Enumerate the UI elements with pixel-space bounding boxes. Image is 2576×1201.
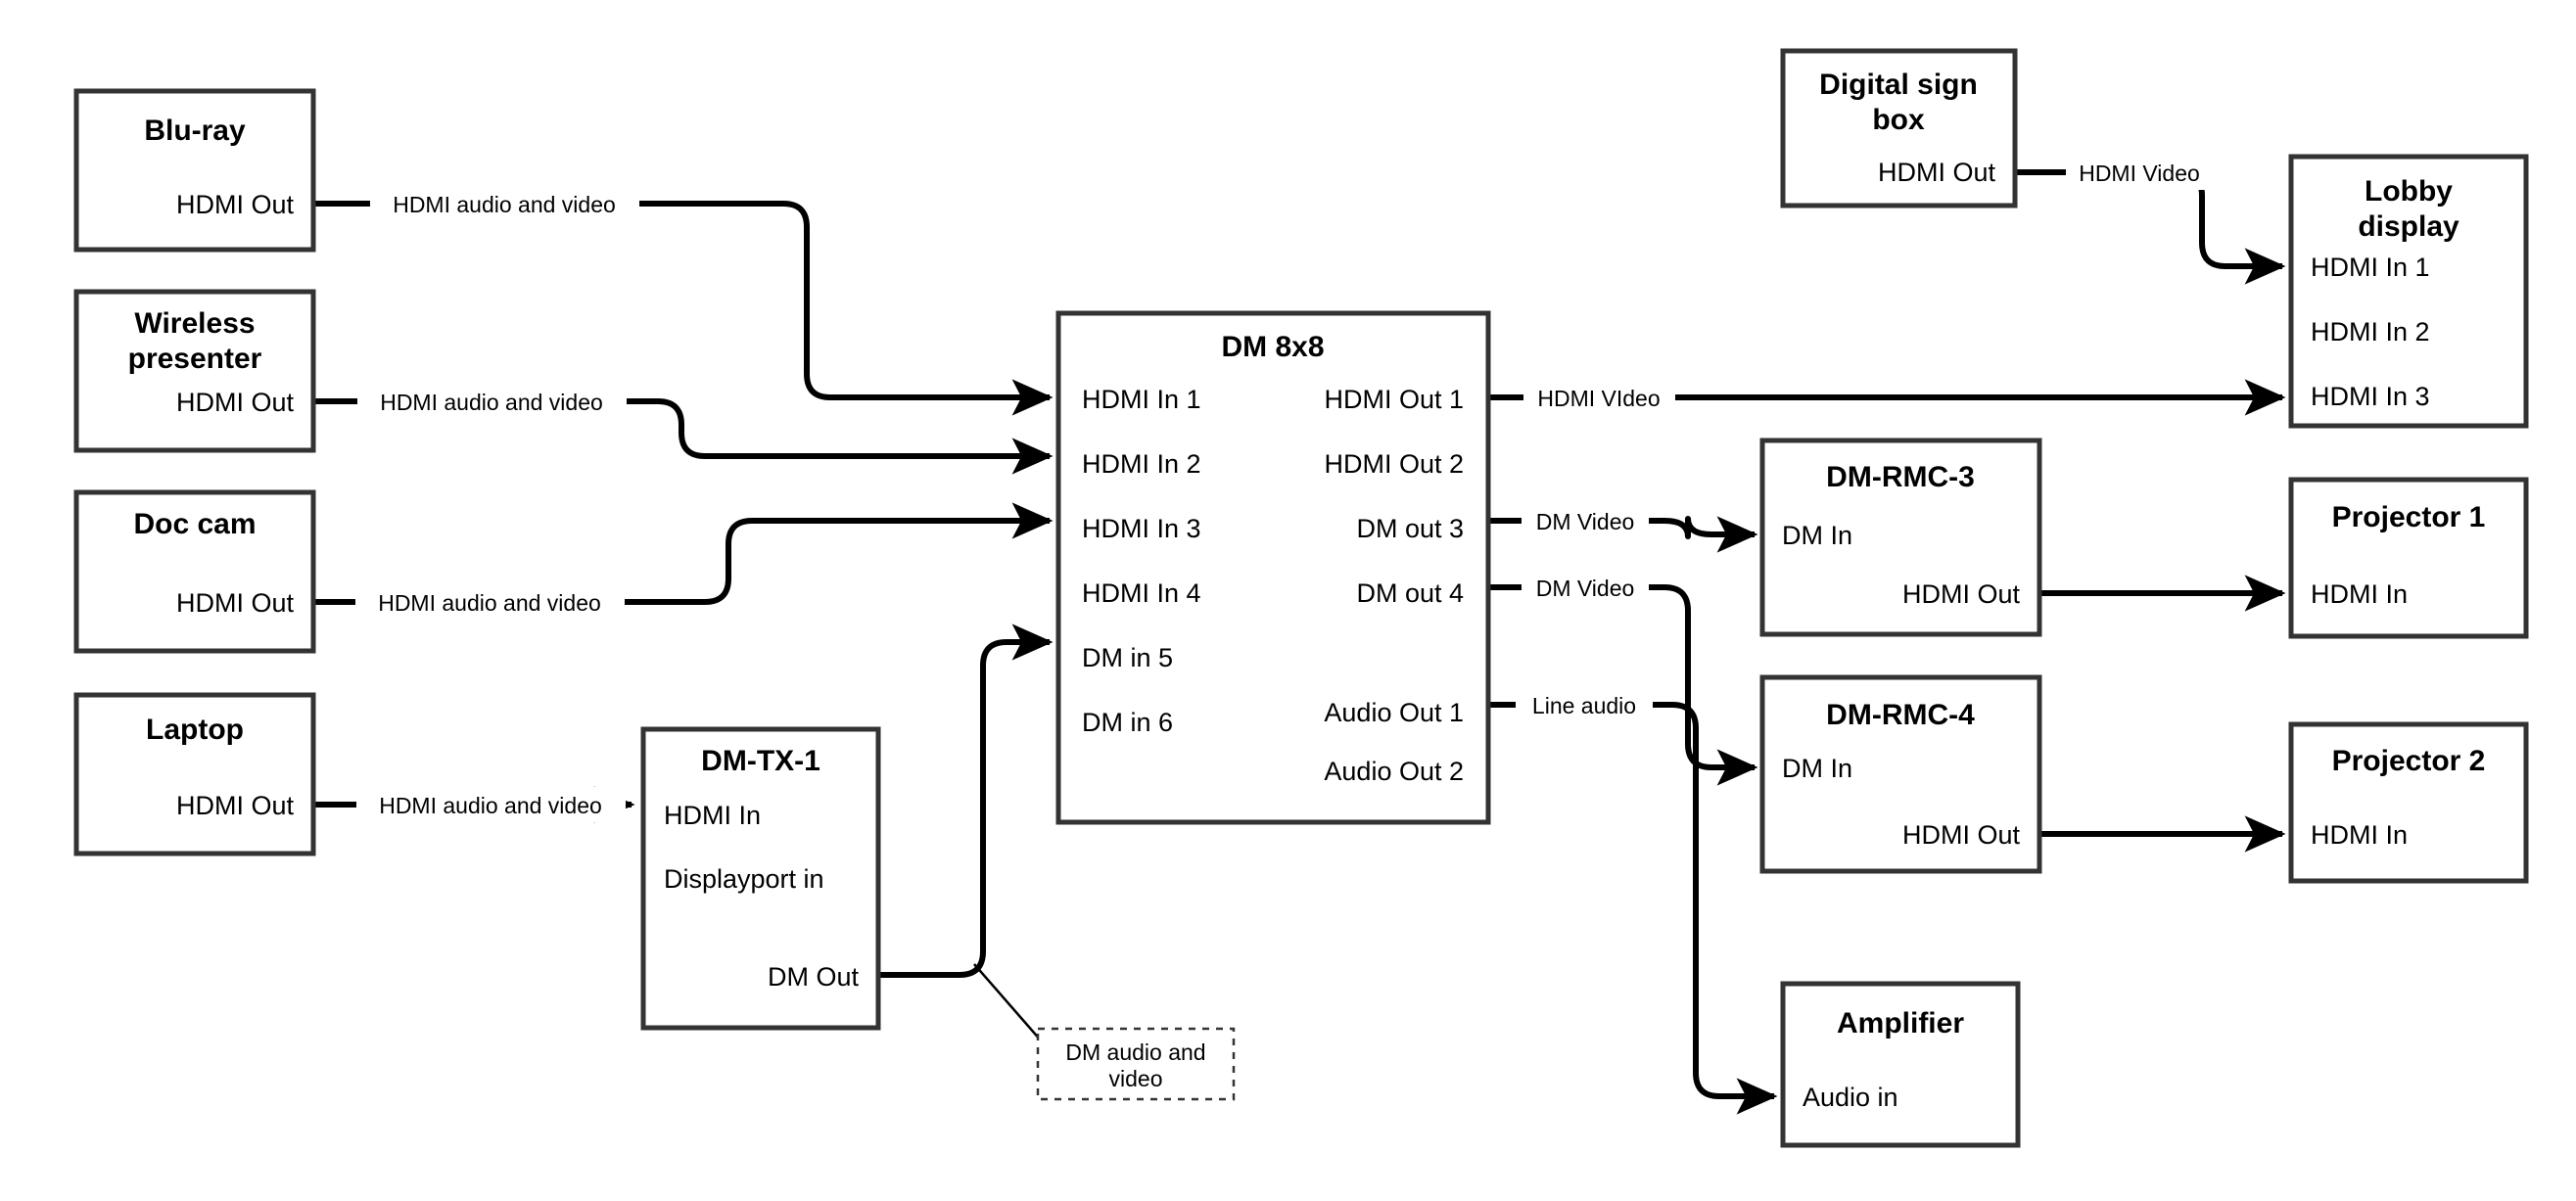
digital-sign-title-2: box bbox=[1872, 104, 1925, 136]
dm-8x8-input-2: HDMI In 2 bbox=[1082, 449, 1201, 479]
bluray-title: Blu-ray bbox=[144, 115, 246, 147]
bluray-port-hdmi-out: HDMI Out bbox=[176, 190, 295, 219]
wireless-presenter-title-1: Wireless bbox=[134, 307, 255, 340]
dm-tx-1-box[interactable] bbox=[640, 726, 881, 1031]
dm-rmc-4-port-dm-in: DM In bbox=[1782, 754, 1852, 783]
dm-8x8-input-3: HDMI In 3 bbox=[1082, 514, 1201, 543]
wire-label-laptop: HDMI audio and video bbox=[379, 793, 602, 818]
laptop-title: Laptop bbox=[146, 714, 244, 746]
doc-cam-title: Doc cam bbox=[133, 508, 256, 540]
dm-tx-1-port-displayport-in: Displayport in bbox=[664, 864, 824, 894]
wire-label-dmout3: DM Video bbox=[1536, 509, 1635, 534]
amplifier-box[interactable] bbox=[1780, 981, 2021, 1148]
projector-1-port-hdmi-in: HDMI In bbox=[2311, 579, 2408, 609]
node-dm-8x8[interactable]: DM 8x8 HDMI In 1 HDMI In 2 HDMI In 3 HDM… bbox=[1055, 310, 1491, 825]
dm-8x8-box[interactable] bbox=[1055, 310, 1491, 825]
wire-label-signbox: HDMI Video bbox=[2079, 161, 2200, 186]
wire-label-wireless: HDMI audio and video bbox=[380, 390, 603, 415]
wire-label-audioout1: Line audio bbox=[1532, 693, 1636, 718]
note-dm-audio-video: DM audio and video bbox=[1036, 1027, 1236, 1101]
dm-8x8-title: DM 8x8 bbox=[1221, 331, 1324, 363]
dm-tx-1-port-dm-out: DM Out bbox=[768, 962, 860, 992]
laptop-box[interactable] bbox=[73, 692, 316, 856]
dm-rmc-3-title: DM-RMC-3 bbox=[1826, 461, 1975, 493]
dm-rmc-3-port-dm-in: DM In bbox=[1782, 521, 1852, 550]
dm-rmc-4-port-hdmi-out: HDMI Out bbox=[1902, 820, 2021, 850]
node-dm-tx-1[interactable]: DM-TX-1 HDMI In Displayport in DM Out bbox=[640, 726, 881, 1031]
projector-2-title: Projector 2 bbox=[2332, 745, 2486, 777]
digital-sign-title-1: Digital sign bbox=[1819, 69, 1978, 101]
dm-8x8-input-4: HDMI In 4 bbox=[1082, 578, 1201, 608]
wire-dmtx1-to-dm8x8-in5 bbox=[878, 624, 1054, 978]
wire-label-doccam: HDMI audio and video bbox=[378, 590, 601, 616]
laptop-port-hdmi-out: HDMI Out bbox=[176, 791, 295, 820]
dm-8x8-input-5: DM in 5 bbox=[1082, 643, 1173, 672]
wire-dm8x8-out4-to-rmc4 bbox=[1488, 584, 1758, 786]
lobby-display-port-hdmi-in-1: HDMI In 1 bbox=[2311, 253, 2430, 282]
dm-8x8-output-5: Audio Out 1 bbox=[1324, 698, 1464, 727]
doc-cam-box[interactable] bbox=[73, 489, 316, 654]
dm-8x8-output-4: DM out 4 bbox=[1356, 578, 1464, 608]
dm-8x8-output-2: HDMI Out 2 bbox=[1324, 449, 1464, 479]
lobby-display-title-2: display bbox=[2358, 210, 2459, 243]
wire-label-dmout4: DM Video bbox=[1536, 576, 1635, 601]
node-dm-rmc-4[interactable]: DM-RMC-4 DM In HDMI Out bbox=[1759, 674, 2042, 874]
dm-audio-video-note-line-2: video bbox=[1109, 1066, 1163, 1091]
amplifier-title: Amplifier bbox=[1837, 1007, 1964, 1039]
node-lobby-display[interactable]: Lobby display HDMI In 1 HDMI In 2 HDMI I… bbox=[2288, 154, 2529, 429]
wireless-presenter-port-hdmi-out: HDMI Out bbox=[176, 388, 295, 417]
wireless-presenter-title-2: presenter bbox=[128, 343, 262, 375]
node-doc-cam[interactable]: Doc cam HDMI Out bbox=[73, 489, 316, 654]
node-bluray[interactable]: Blu-ray HDMI Out bbox=[73, 88, 316, 253]
digital-sign-port-hdmi-out: HDMI Out bbox=[1878, 158, 1996, 187]
node-digital-sign-box[interactable]: Digital sign box HDMI Out bbox=[1780, 48, 2018, 208]
projector-1-title: Projector 1 bbox=[2332, 501, 2486, 533]
doc-cam-port-hdmi-out: HDMI Out bbox=[176, 588, 295, 618]
bluray-box[interactable] bbox=[73, 88, 316, 253]
wire-wireless-to-dm8x8-in2 bbox=[313, 398, 1054, 475]
wireless-presenter-box[interactable] bbox=[73, 289, 316, 453]
dm-rmc-4-box[interactable] bbox=[1759, 674, 2042, 874]
projector-2-box[interactable] bbox=[2288, 721, 2529, 884]
wire-label-bluray: HDMI audio and video bbox=[393, 192, 616, 217]
projector-2-port-hdmi-in: HDMI In bbox=[2311, 820, 2408, 850]
dm-8x8-input-1: HDMI In 1 bbox=[1082, 385, 1201, 414]
wire-dm8x8-audioout1-to-amplifier bbox=[1488, 702, 1778, 1115]
wire-label-dmout1: HDMI VIdeo bbox=[1537, 386, 1660, 411]
wire-dm8x8-out3-to-rmc3 bbox=[1488, 516, 1758, 553]
leader-dm-audio-video-note bbox=[973, 963, 1042, 1041]
lobby-display-port-hdmi-in-3: HDMI In 3 bbox=[2311, 382, 2430, 411]
dm-8x8-output-3: DM out 3 bbox=[1356, 514, 1464, 543]
projector-1-box[interactable] bbox=[2288, 477, 2529, 639]
dm-8x8-output-1: HDMI Out 1 bbox=[1324, 385, 1464, 414]
node-projector-1[interactable]: Projector 1 HDMI In bbox=[2288, 477, 2529, 639]
node-projector-2[interactable]: Projector 2 HDMI In bbox=[2288, 721, 2529, 884]
wire-bluray-to-dm8x8-in1 bbox=[313, 201, 1054, 416]
wire-doccam-to-dm8x8-in3 bbox=[313, 502, 1054, 605]
lobby-display-box[interactable] bbox=[2288, 154, 2529, 429]
dm-8x8-input-6: DM in 6 bbox=[1082, 708, 1173, 737]
lobby-display-port-hdmi-in-2: HDMI In 2 bbox=[2311, 317, 2430, 346]
node-amplifier[interactable]: Amplifier Audio in bbox=[1780, 981, 2021, 1148]
dm-audio-video-note-line-1: DM audio and bbox=[1065, 1039, 1205, 1065]
lobby-display-title-1: Lobby bbox=[2365, 175, 2453, 208]
dm-rmc-4-title: DM-RMC-4 bbox=[1826, 699, 1975, 731]
dm-rmc-3-box[interactable] bbox=[1759, 438, 2042, 637]
node-laptop[interactable]: Laptop HDMI Out bbox=[73, 692, 316, 856]
dm-rmc-3-port-hdmi-out: HDMI Out bbox=[1902, 579, 2021, 609]
dm-tx-1-port-hdmi-in: HDMI In bbox=[664, 801, 761, 830]
dm-audio-video-note-box bbox=[1036, 1027, 1236, 1101]
node-dm-rmc-3[interactable]: DM-RMC-3 DM In HDMI Out bbox=[1759, 438, 2042, 637]
digital-sign-box[interactable] bbox=[1780, 48, 2018, 208]
dm-tx-1-title: DM-TX-1 bbox=[701, 745, 820, 777]
node-wireless-presenter[interactable]: Wireless presenter HDMI Out bbox=[73, 289, 316, 453]
dm-8x8-output-6: Audio Out 2 bbox=[1324, 757, 1464, 786]
amplifier-port-audio-in: Audio in bbox=[1803, 1083, 1898, 1112]
